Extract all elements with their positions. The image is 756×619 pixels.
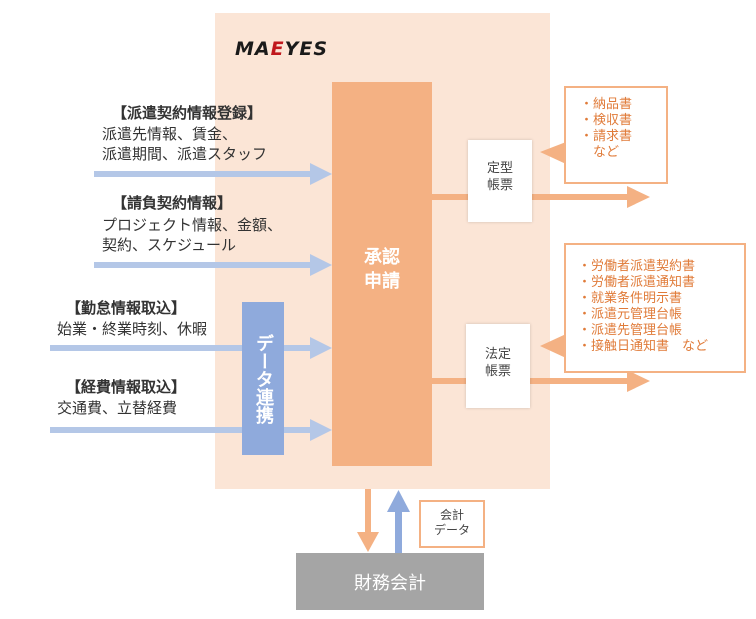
input-arrow-1-head [310, 163, 332, 185]
input-arrow-4-head [310, 419, 332, 441]
callout-item: ・就業条件明示書 [578, 291, 683, 306]
input-heading-dispatch: 【派遣契約情報登録】 [112, 104, 263, 122]
callout-pointer-2 [540, 334, 566, 358]
output-arrow-1-head [627, 186, 650, 208]
input-arrow-4-shaft [50, 427, 312, 433]
maeyes-logo: MAEYES [235, 38, 329, 60]
input-heading-attendance: 【勤怠情報取込】 [66, 299, 187, 317]
legal-form-doc: 法定 帳票 [466, 324, 530, 408]
input-arrow-2-head [310, 254, 332, 276]
fixed-form-label-1: 定型 [486, 161, 513, 176]
financial-accounting-box: 財務会計 [296, 553, 484, 610]
callout-item: ・派遣元管理台帳 [578, 307, 683, 322]
output-arrow-2-head [627, 370, 650, 392]
legal-form-callout: ・労働者派遣契約書 ・労働者派遣通知書 ・就業条件明示書 ・派遣元管理台帳 ・派… [564, 243, 746, 373]
callout-item: ・納品書 [580, 97, 633, 112]
input-text-contract-2: 契約、スケジュール [102, 236, 236, 254]
data-link-bar: データ連携 [242, 302, 284, 455]
callout-item: など [580, 145, 620, 160]
data-link-label: データ連携 [253, 333, 274, 424]
fixed-form-doc: 定型 帳票 [468, 140, 532, 222]
approval-block: 承認 申請 [332, 82, 432, 466]
input-arrow-3-shaft [50, 345, 312, 351]
callout-item: ・労働者派遣契約書 [578, 259, 696, 274]
input-text-dispatch-2: 派遣期間、派遣スタッフ [102, 145, 268, 163]
input-heading-contract: 【請負契約情報】 [112, 194, 233, 212]
finance-down-arrow-head [357, 532, 379, 552]
input-arrow-2-shaft [94, 262, 312, 268]
callout-pointer-1 [540, 142, 566, 164]
input-text-dispatch-1: 派遣先情報、賃金、 [102, 125, 238, 143]
approval-label-2: 申請 [364, 271, 400, 292]
approval-label-1: 承認 [364, 247, 400, 268]
input-text-attendance: 始業・終業時刻、休暇 [57, 320, 208, 338]
callout-item: ・労働者派遣通知書 [578, 275, 696, 290]
finance-up-arrow [387, 490, 410, 553]
accounting-data-line-2: データ [433, 523, 470, 537]
legal-form-label-2: 帳票 [484, 364, 511, 379]
finance-down-arrow-shaft [365, 489, 371, 534]
fixed-form-callout: ・納品書 ・検収書 ・請求書 など [564, 86, 668, 184]
input-arrows [50, 163, 332, 441]
accounting-data-line-1: 会計 [439, 508, 464, 522]
input-text-expense: 交通費、立替経費 [57, 399, 178, 417]
callout-item: ・検収書 [580, 113, 633, 128]
callout-item: ・接触日通知書 など [578, 339, 709, 354]
input-text-contract-1: プロジェクト情報、金額、 [102, 216, 283, 234]
input-heading-expense: 【経費情報取込】 [66, 378, 187, 396]
input-arrow-3-head [310, 337, 332, 359]
accounting-data-label: 会計 データ [419, 500, 485, 548]
legal-form-label-1: 法定 [484, 347, 511, 362]
output-arrow-2-shaft [432, 378, 628, 384]
fixed-form-label-2: 帳票 [486, 178, 513, 193]
callout-item: ・請求書 [580, 129, 633, 144]
financial-accounting-label: 財務会計 [354, 572, 426, 594]
callout-item: ・派遣先管理台帳 [578, 323, 683, 338]
input-arrow-1-shaft [94, 171, 312, 177]
